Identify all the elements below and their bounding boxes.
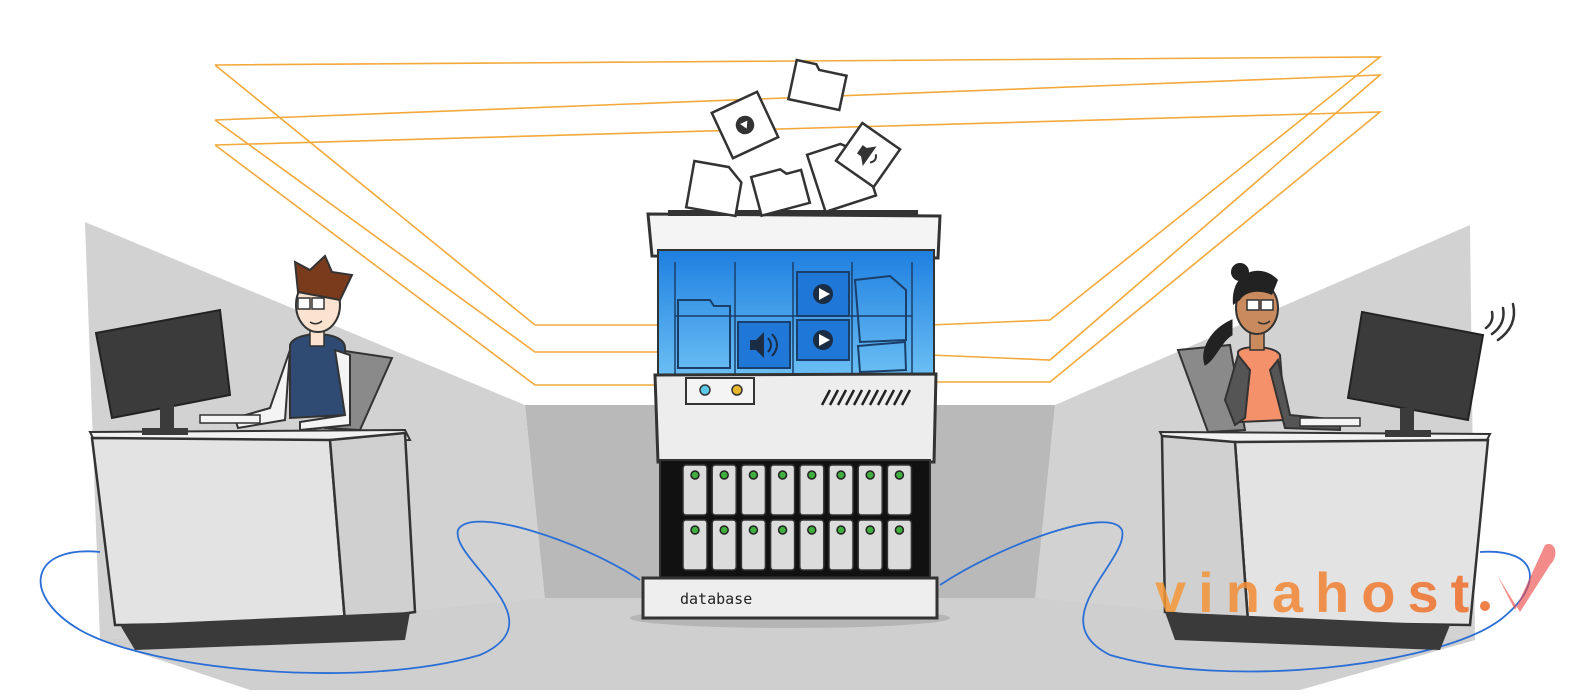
- drive-led: [690, 470, 700, 480]
- indicator-light-blue: [699, 384, 711, 396]
- rack-screen-grid: [674, 262, 913, 375]
- orange-cable: [214, 64, 660, 326]
- drive-led: [836, 525, 846, 535]
- indicator-light-yellow: [731, 384, 743, 396]
- drive-led: [719, 525, 729, 535]
- right-person: [1203, 263, 1361, 432]
- drive-led: [894, 470, 905, 480]
- drive-led: [836, 470, 846, 480]
- drive-bay: [711, 464, 737, 516]
- drive-led: [748, 525, 759, 535]
- floor: [100, 598, 1475, 690]
- drive-bay: [682, 464, 708, 516]
- drive-led: [894, 525, 905, 535]
- database-label: database: [680, 590, 752, 608]
- drive-led: [865, 525, 875, 535]
- play-icon: [796, 271, 850, 317]
- left-desk-side: [328, 431, 417, 624]
- orange-cable: [214, 119, 660, 353]
- vinahost-watermark-logo: vinahost: [1155, 544, 1556, 624]
- network-cables-blue: [39, 520, 1531, 674]
- monitor-icon: [94, 308, 232, 435]
- orange-cable: [214, 111, 1383, 383]
- left-desk-front: [90, 436, 347, 627]
- speaker-icon: [737, 321, 791, 369]
- drive-led: [748, 470, 759, 480]
- drive-led: [807, 470, 817, 480]
- drive-bay: [828, 464, 854, 516]
- right-desk-base: [1165, 612, 1450, 650]
- drive-led: [777, 470, 788, 480]
- drive-bay: [799, 464, 825, 516]
- vent-slots: [820, 389, 912, 406]
- wifi-icon: [1484, 302, 1516, 342]
- drive-bay: [711, 519, 737, 571]
- server-rack-icon: database: [630, 210, 950, 628]
- drive-bay: [769, 464, 796, 516]
- drive-bay: [886, 519, 913, 571]
- left-desk-base: [120, 612, 410, 650]
- drive-bay: [682, 519, 708, 571]
- left-workstation: [88, 254, 417, 650]
- drive-bay: [886, 464, 913, 516]
- play-icon: [796, 319, 850, 361]
- left-person: [199, 254, 354, 432]
- database-label-plate: [641, 576, 939, 620]
- svg-text:vinahost: vinahost: [1155, 561, 1481, 624]
- drive-led: [865, 470, 875, 480]
- drive-led: [719, 470, 729, 480]
- drive-led: [690, 525, 700, 535]
- drive-bay: [769, 519, 796, 571]
- orange-cable: [214, 144, 660, 386]
- flying-files: [684, 58, 902, 218]
- blue-cable-left: [39, 520, 641, 674]
- file-icon: [710, 90, 780, 160]
- drive-bay: [857, 464, 883, 516]
- blue-cable-right: [939, 521, 1531, 673]
- file-icon: [786, 58, 849, 112]
- rack-screen-files: [677, 274, 908, 374]
- drive-led: [777, 525, 788, 535]
- right-workstation: [1158, 263, 1516, 650]
- indicator-panel: [685, 377, 755, 405]
- drive-bay: [857, 519, 883, 571]
- drive-led: [807, 525, 817, 535]
- drive-bays: [682, 464, 913, 571]
- speaker-file-icon: [834, 121, 902, 189]
- monitor-icon: [1346, 310, 1485, 437]
- drive-bay: [740, 519, 767, 571]
- drive-bay: [740, 464, 767, 516]
- file-icon: [749, 167, 812, 218]
- drive-bay: [799, 519, 825, 571]
- drive-bay: [828, 519, 854, 571]
- file-icon: [684, 159, 743, 218]
